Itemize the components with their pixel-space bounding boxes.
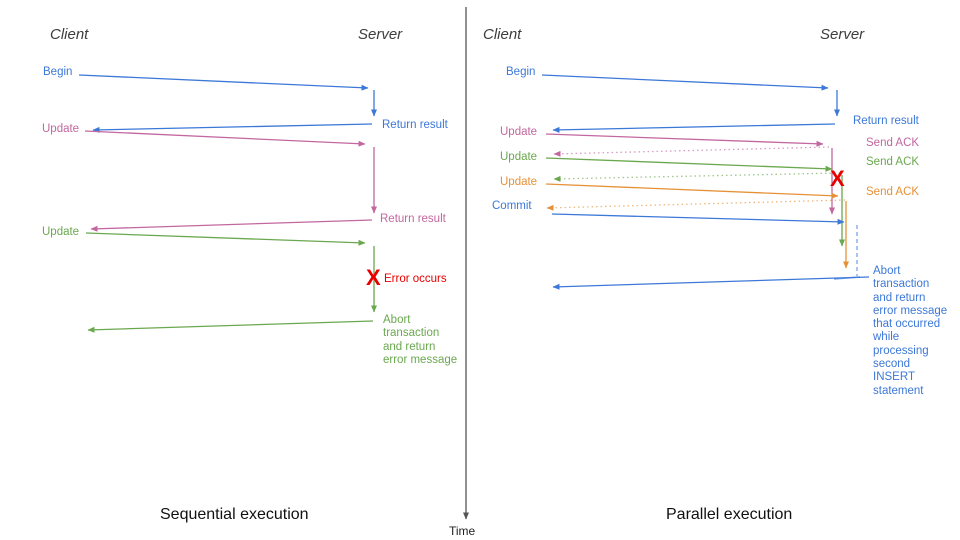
par-caption: Parallel execution [666,506,793,523]
par-send-ack-1-label: Send ACK [866,137,920,149]
par-update-3-label: Update [500,176,538,188]
par-send-ack-2-label: Send ACK [866,156,920,168]
par-update1-request-arrow [545,133,824,147]
par-server-header: Server [820,26,865,43]
seq-return-result-1-arrow [92,123,373,133]
par-update-1-label: Update [500,126,538,138]
seq-server-header: Server [358,26,403,43]
par-error-x-icon: X [830,166,845,191]
seq-abort-note: Abort transaction and return error messa… [383,314,458,366]
seq-update2-request-arrow [85,232,366,246]
par-send-ack3-dotted-arrow [546,199,846,211]
seq-caption: Sequential execution [160,506,309,523]
seq-client-header: Client [50,26,89,43]
par-begin-request-arrow [541,74,829,91]
time-axis-label: Time [449,524,476,538]
seq-return-result-1-label: Return result [382,119,448,131]
par-send-ack-3-label: Send ACK [866,186,920,198]
par-client-header: Client [483,26,522,43]
seq-return-result-2-arrow [90,219,373,232]
par-send-ack2-dotted-arrow [553,172,841,182]
par-abort-note: Abort transaction and return error messa… [873,265,948,397]
seq-abort-return-arrow [87,320,374,333]
seq-return-result-2-label: Return result [380,213,446,225]
par-begin-label: Begin [506,66,536,78]
seq-begin-request-arrow [78,74,369,91]
par-return-result-label: Return result [853,115,919,127]
seq-update1-request-arrow [84,130,366,147]
seq-error-occurs-label: Error occurs [384,273,447,285]
seq-begin-label: Begin [43,66,73,78]
par-commit-label: Commit [492,200,532,212]
seq-error-x-icon: X [366,265,381,290]
seq-update-2-label: Update [42,226,80,238]
par-commit-request-arrow [551,213,845,225]
par-update3-request-arrow [545,183,839,199]
par-send-ack1-dotted-arrow [553,146,830,157]
par-abort-return-arrow [552,276,870,290]
seq-update-1-label: Update [42,123,80,135]
par-return-result-arrow [552,123,836,133]
par-update-2-label: Update [500,151,538,163]
par-update2-request-arrow [545,157,833,172]
